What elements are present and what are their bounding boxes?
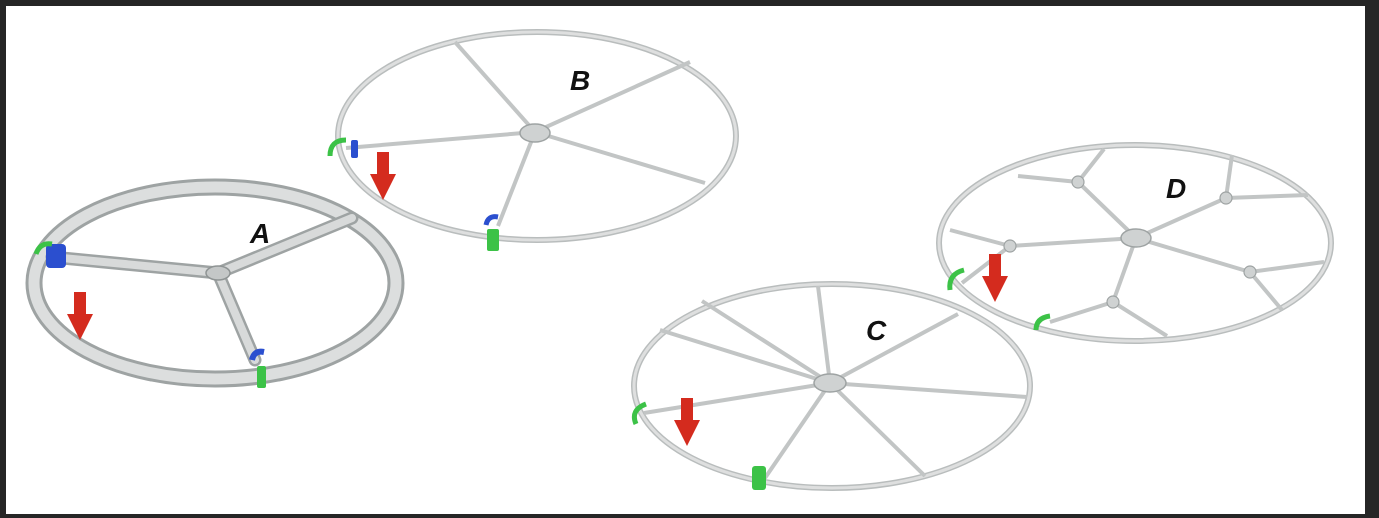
wheel-b-rim-highlight	[336, 30, 738, 242]
wheel-d-spoke	[1225, 193, 1309, 200]
wheel-d-support-left	[947, 267, 965, 291]
load-arrow-b	[370, 152, 396, 200]
wheel-d-joint	[1071, 175, 1085, 189]
wheel-d-spoke	[1049, 300, 1114, 324]
wheel-b-spoke	[345, 130, 536, 150]
wheel-d-spoke	[1111, 237, 1138, 303]
wheel-c-spoke	[829, 312, 959, 385]
wheel-b-support-bottom	[483, 214, 499, 251]
wheel-c-spoke	[643, 381, 831, 415]
wheel-d-spoke	[1248, 270, 1284, 312]
wheel-d-spoke	[1076, 180, 1138, 240]
wheel-d-spoke	[1017, 174, 1079, 184]
wheel-d-joint	[1003, 239, 1017, 253]
wheel-c-spoke	[829, 381, 1028, 399]
wheel-d-spoke	[1076, 147, 1106, 184]
wheel-a: A	[25, 178, 405, 388]
wheel-b-support-left	[327, 137, 358, 158]
wheel-d-spoke	[1249, 260, 1325, 274]
wheel-c: C	[631, 281, 1033, 491]
wheel-c-support-left	[631, 401, 647, 425]
load-arrow-c	[674, 398, 700, 446]
wheel-c-hub	[813, 373, 847, 393]
wheel-b-label: B	[570, 65, 590, 96]
wheel-d-hub	[1120, 228, 1152, 248]
wheel-a-support-bottom	[249, 348, 266, 388]
wheel-a-spoke	[214, 269, 259, 364]
wheel-a-hub	[205, 265, 231, 281]
wheel-c-spoke	[816, 285, 832, 384]
wheel-a-rim-highlight	[28, 181, 402, 385]
wheel-d-spoke	[949, 228, 1011, 248]
load-arrow-d	[982, 254, 1008, 302]
wheel-c-label: C	[866, 315, 887, 346]
wheel-c-spoke	[763, 381, 832, 480]
wheel-d-support-bottom	[1033, 313, 1051, 331]
wheel-d-spoke	[1224, 154, 1234, 199]
wheel-b-spoke	[534, 60, 691, 134]
wheel-d-spoke	[1135, 196, 1227, 240]
wheel-b-spoke	[534, 130, 706, 185]
wheel-b-spoke	[496, 131, 537, 227]
wheel-a-spoke	[48, 253, 222, 277]
wheel-c-spoke	[700, 299, 832, 385]
wheel-d-joint	[1219, 191, 1233, 205]
wheel-d-spoke	[1135, 236, 1251, 274]
wheel-c-support-bottom	[752, 466, 766, 490]
wheel-b-hub	[519, 123, 551, 143]
wheel-d: D	[936, 142, 1334, 344]
wheel-d-label: D	[1166, 173, 1186, 204]
wheel-a-support-top	[33, 241, 66, 268]
wheel-d-spoke	[960, 244, 1012, 285]
wheel-b: B	[327, 29, 739, 251]
wheel-d-joint	[1243, 265, 1257, 279]
wheel-c-spoke	[659, 328, 831, 385]
wheel-d-spoke	[1009, 236, 1137, 248]
wheel-d-rim-highlight	[937, 143, 1333, 343]
wheel-c-rim-highlight	[632, 282, 1032, 490]
wheel-b-spoke	[453, 40, 537, 134]
wheel-d-joint	[1106, 295, 1120, 309]
wheel-d-spoke	[1111, 300, 1169, 338]
wheel-a-spoke	[214, 214, 356, 277]
load-arrow-a	[67, 292, 93, 340]
wheel-c-spoke	[828, 381, 927, 478]
wheel-a-label: A	[249, 218, 270, 249]
